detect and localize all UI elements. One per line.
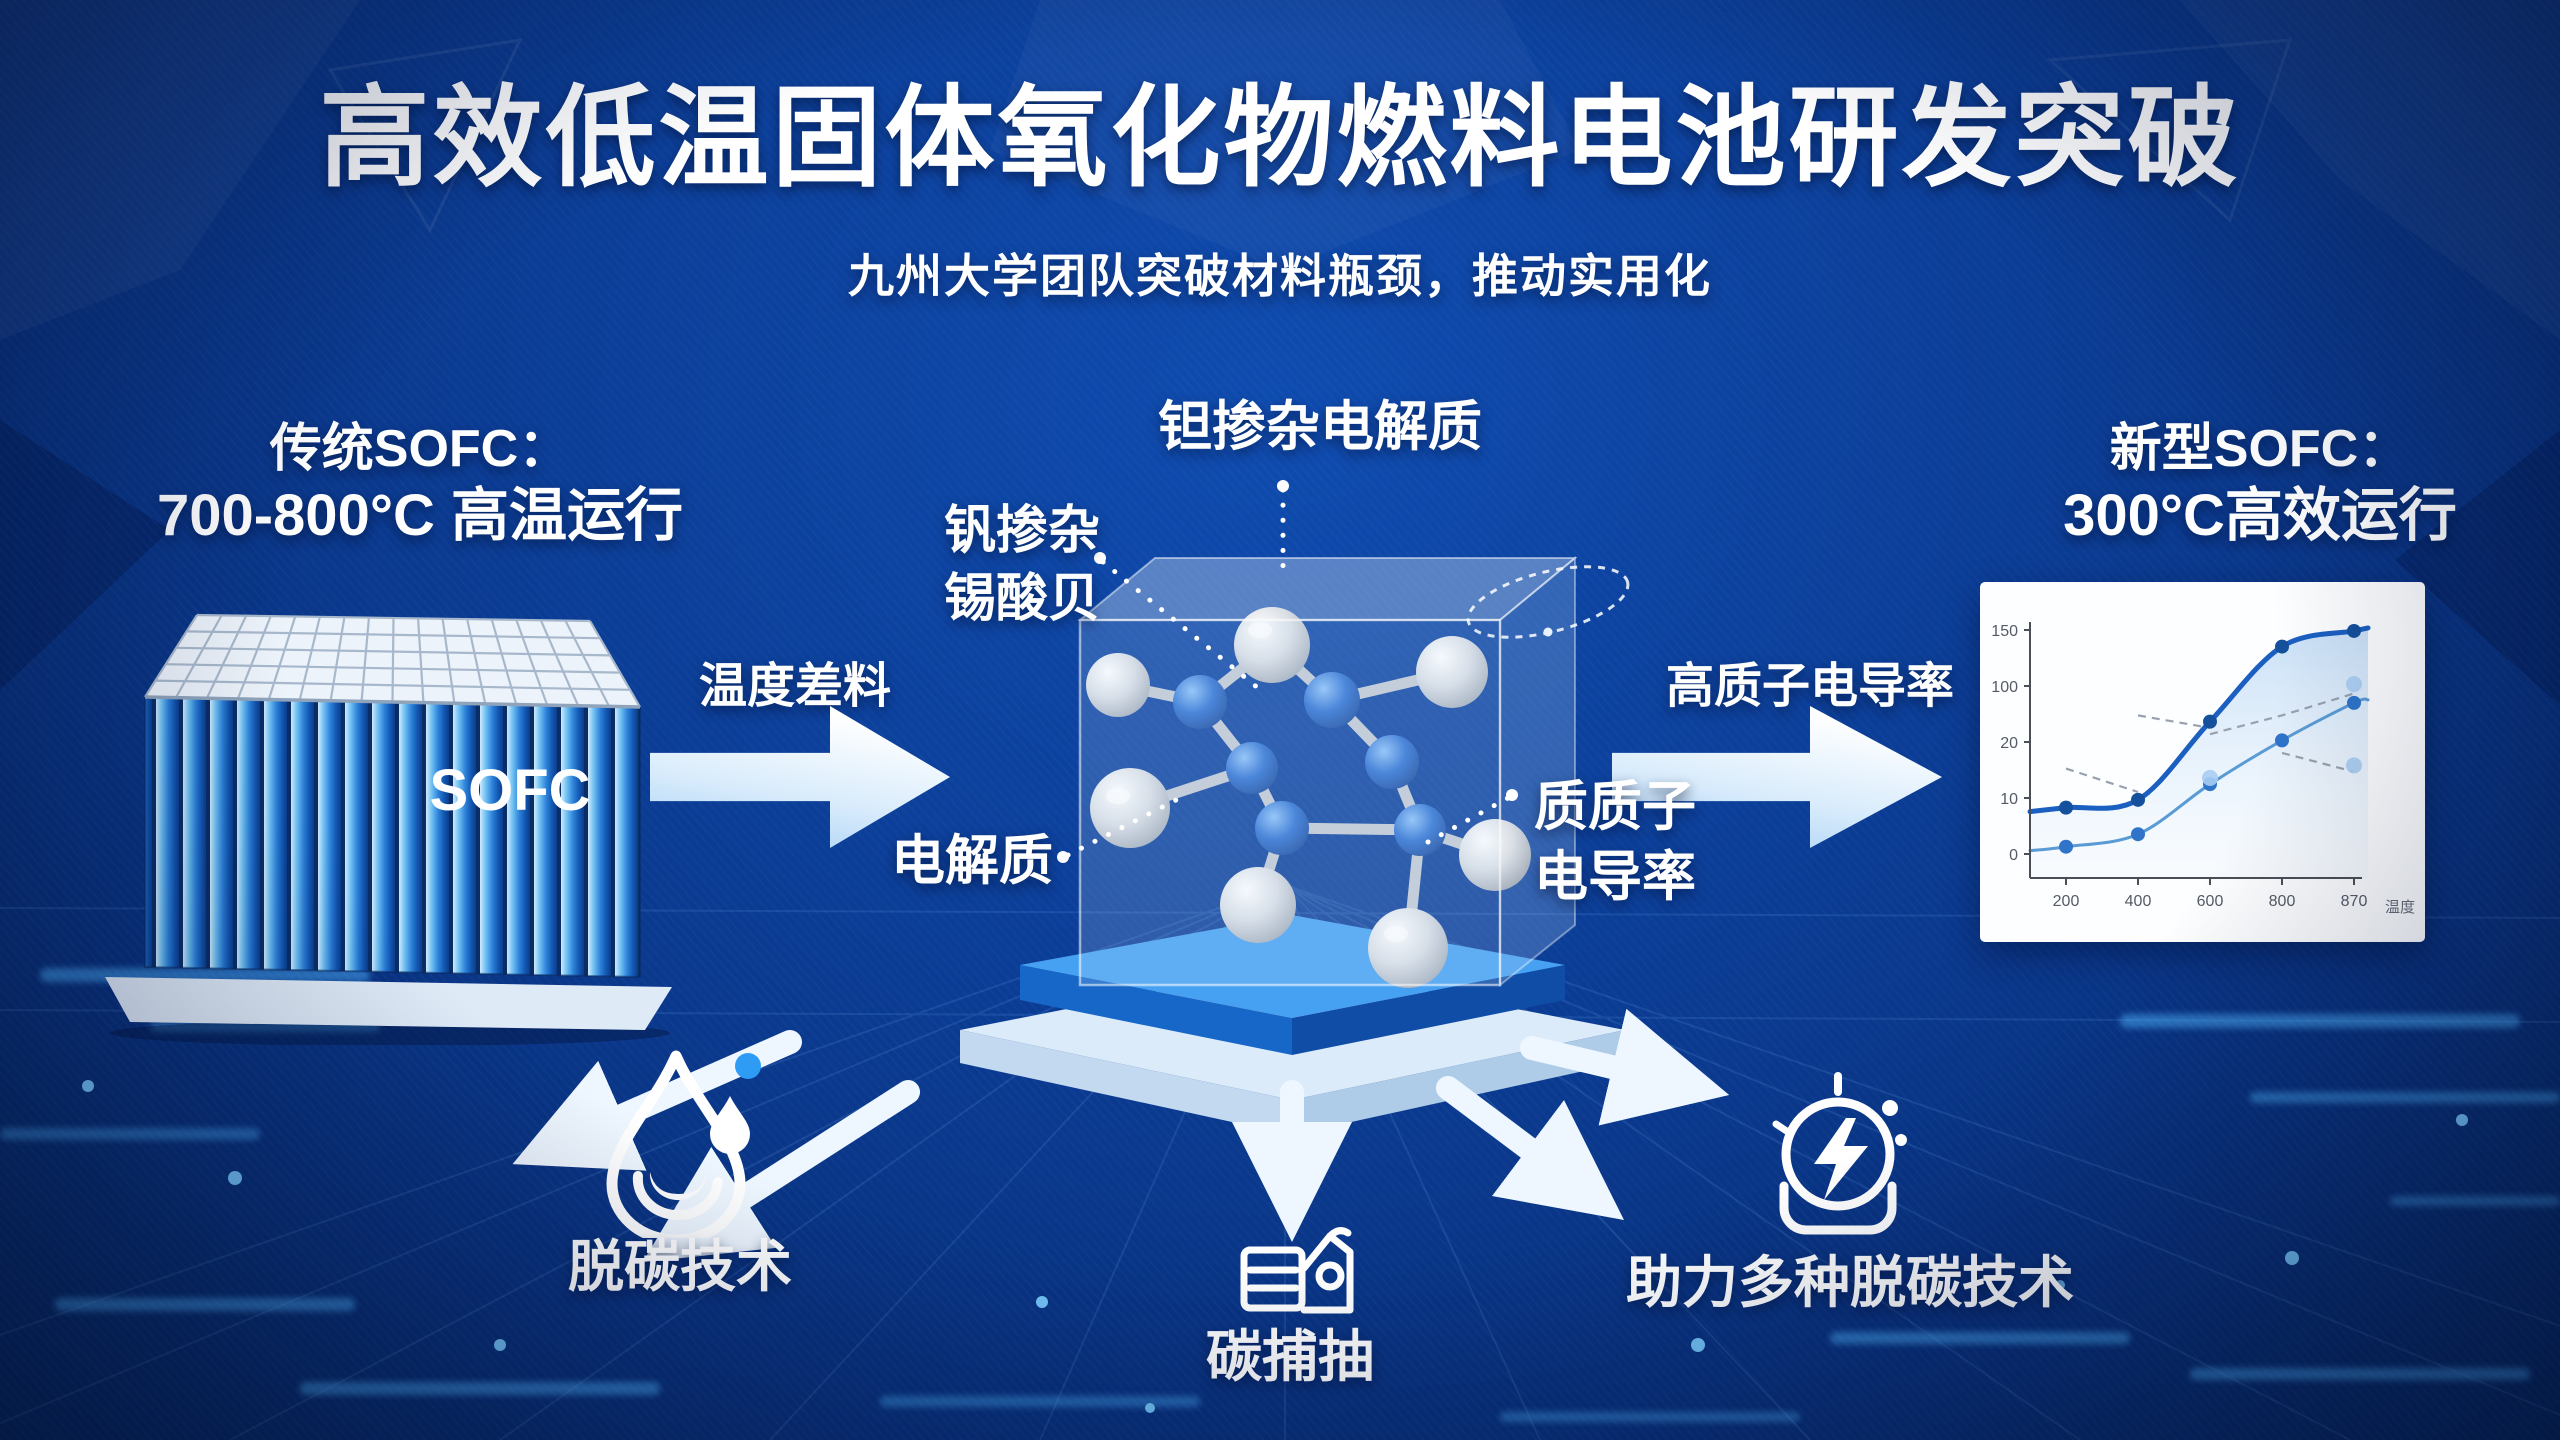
energy-lightning-icon — [1772, 1072, 1907, 1235]
conductivity-chart-svg: 150 100 20 10 0 200 400 600 800 870 温度 — [1991, 622, 2415, 916]
ytick-3: 10 — [2000, 791, 2018, 808]
ytick-4: 0 — [2009, 847, 2018, 864]
application-label-multi-decarbonization: 助力多种脱碳技术 — [1626, 1251, 2074, 1314]
xtick-4: 870 — [2341, 893, 2368, 910]
application-label-decarbonization: 脱碳技术 — [568, 1235, 792, 1298]
annotation-doped-stannate-line1: 钒掺杂 — [943, 502, 1100, 560]
xtick-0: 200 — [2053, 893, 2080, 910]
chart-xtick-labels: 200 400 600 800 870 — [2053, 893, 2368, 910]
annotation-doped-stannate-line2: 锡酸贝 — [943, 569, 1100, 628]
chart-xaxis-label: 温度 — [2385, 899, 2415, 916]
xtick-2: 600 — [2197, 893, 2224, 910]
application-label-carbon-capture: 碳捕抽 — [1206, 1325, 1374, 1388]
annotation-proton-line1: 质质子 — [1534, 777, 1696, 837]
annotation-proton-line2: 电导率 — [1534, 847, 1696, 908]
ytick-0: 150 — [1991, 623, 2018, 640]
xtick-1: 400 — [2125, 893, 2152, 910]
chart-tick-labels: 150 100 20 10 0 — [1991, 623, 2018, 864]
annotation-doped-stannate: 钒掺杂 锡酸贝 — [892, 498, 1152, 633]
chart-plot-area — [2027, 623, 2371, 878]
xtick-3: 800 — [2269, 893, 2296, 910]
conductivity-chart: 150 100 20 10 0 200 400 600 800 870 温度 — [1980, 582, 2425, 942]
annotation-doped-electrolyte: 钽掺杂电解质 — [1158, 397, 1482, 457]
ytick-2: 20 — [2000, 735, 2018, 752]
annotation-proton-conductivity: 质质子 电导率 — [1485, 772, 1745, 912]
new-sofc-heading: 新型SOFC： 300°C高效运行 — [1995, 418, 2525, 552]
new-sofc-heading-line1: 新型SOFC： — [2109, 420, 2411, 478]
water-droplet-icon — [606, 1050, 761, 1238]
ytick-1: 100 — [1991, 679, 2018, 696]
new-sofc-heading-line2: 300°C高效运行 — [2063, 483, 2457, 549]
annotation-electrolyte: 电解质 — [891, 831, 1053, 891]
